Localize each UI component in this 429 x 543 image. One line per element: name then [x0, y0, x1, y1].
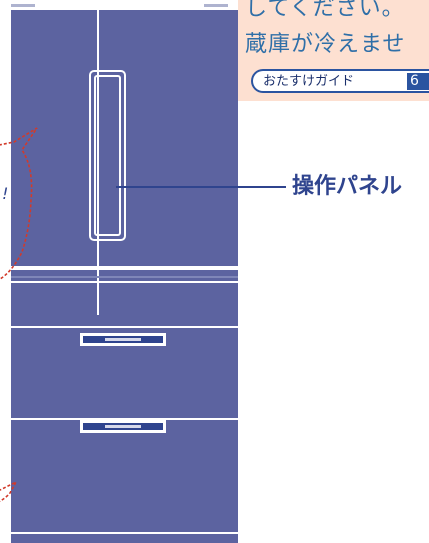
hinge-tab-left	[11, 4, 35, 7]
drawer-divider-3	[11, 532, 238, 534]
drawer-handle-2	[80, 420, 166, 433]
speech-bubble-lower-arc	[0, 480, 18, 503]
door-divider-shadow	[11, 276, 238, 278]
control-panel-inner-frame	[94, 75, 121, 236]
speech-bubble-outline	[0, 127, 38, 503]
french-door-split	[97, 10, 99, 315]
refrigerator-illustration	[11, 0, 238, 543]
door-divider-lower	[11, 281, 238, 283]
hinge-tab-right	[204, 4, 228, 7]
drawer-handle-2-grip	[105, 425, 141, 428]
drawer-handle-1-recess	[83, 336, 163, 343]
drawer-handle-1	[80, 333, 166, 346]
drawer-handle-1-grip	[105, 338, 141, 341]
speech-bubble-text: !	[2, 184, 9, 203]
control-panel-outline	[89, 70, 126, 241]
drawer-handle-2-recess	[83, 423, 163, 430]
caution-note-line-2: 蔵庫が冷えませ	[245, 32, 406, 57]
guide-reference-link[interactable]: おたすけガイド 6	[251, 69, 429, 93]
control-panel-leader-line	[116, 186, 286, 188]
guide-reference-label: おたすけガイド	[263, 74, 355, 89]
drawer-divider-2	[11, 418, 238, 420]
door-divider-upper	[11, 266, 238, 270]
speech-bubble-upper-arc	[0, 127, 38, 280]
guide-page-number: 6	[407, 73, 429, 90]
fridge-top-strip	[11, 0, 238, 10]
control-panel-label: 操作パネル	[292, 174, 403, 199]
drawer-divider-1	[11, 326, 238, 328]
caution-note-line-1: してください。	[245, 0, 405, 21]
